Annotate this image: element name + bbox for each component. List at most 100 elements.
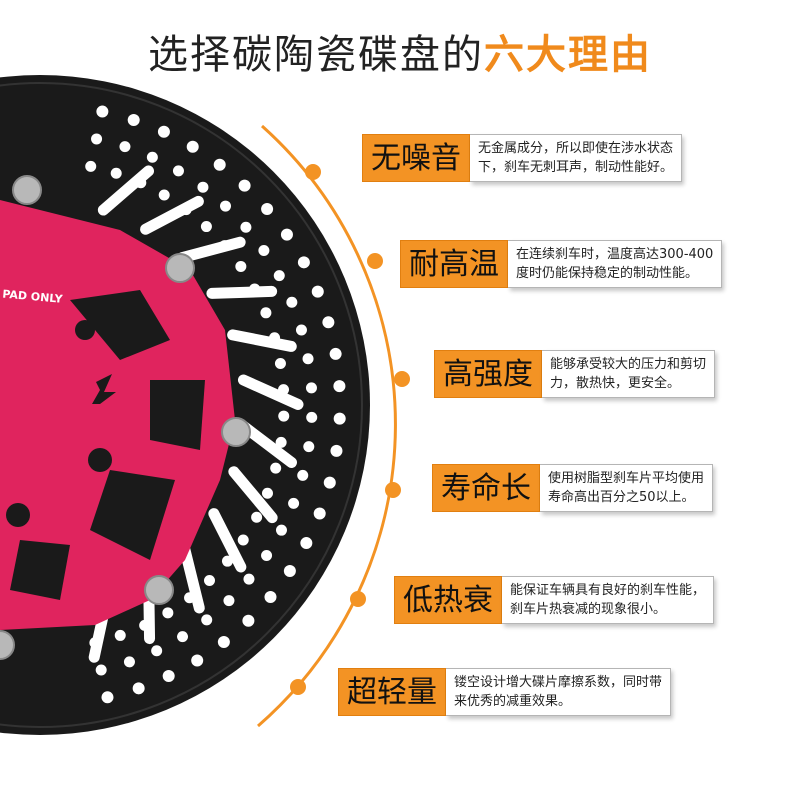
feature-high-strength: 高强度 能够承受较大的压力和剪切 力，散热快，更安全。 bbox=[434, 350, 716, 398]
rotor-hole bbox=[303, 441, 315, 453]
feature-label: 耐高温 bbox=[400, 240, 508, 288]
feature-description: 镂空设计增大碟片摩擦系数，同时带 来优秀的减重效果。 bbox=[446, 668, 672, 716]
timeline-dots bbox=[290, 164, 410, 695]
rotor-hole bbox=[235, 260, 247, 272]
logo-mark bbox=[92, 374, 116, 404]
title-highlight: 六大理由 bbox=[484, 32, 652, 78]
feature-heat-resistant: 耐高温 在连续刹车时，温度高达300-400 度时仍能保持稳定的制动性能。 bbox=[400, 240, 723, 288]
feature-description: 在连续刹车时，温度高达300-400 度时仍能保持稳定的制动性能。 bbox=[508, 240, 723, 288]
feature-desc-line: 能够承受较大的压力和剪切 bbox=[550, 357, 707, 372]
rotor-holes bbox=[85, 105, 346, 704]
carrier bbox=[0, 200, 235, 630]
rotor-hole bbox=[162, 607, 174, 619]
feature-no-noise: 无噪音 无金属成分，所以即使在涉水状态 下，刹车无刺耳声，制动性能好。 bbox=[362, 134, 683, 182]
rotor-hole bbox=[322, 316, 335, 329]
rotor-slot bbox=[208, 508, 247, 573]
feature-desc-line: 无金属成分，所以即使在涉水状态 bbox=[478, 141, 674, 156]
rotor-hole bbox=[273, 270, 285, 282]
rotor-hole bbox=[333, 380, 346, 393]
rotor-slot bbox=[179, 544, 205, 614]
feature-long-life: 寿命长 使用树脂型刹车片平均使用 寿命高出百分之50以上。 bbox=[432, 464, 714, 512]
rotor-slot bbox=[140, 195, 204, 235]
rotor-hole bbox=[95, 664, 107, 676]
rotor-hole bbox=[313, 507, 326, 520]
rotor-hole bbox=[278, 410, 290, 422]
rotor-hole bbox=[177, 631, 189, 643]
feature-desc-line: 在连续刹车时，温度高达300-400 bbox=[516, 247, 714, 262]
rotor-hole bbox=[329, 347, 342, 360]
carrier-text: PAD ONLY bbox=[2, 288, 64, 306]
feature-desc-line: 能保证车辆具有良好的刹车性能， bbox=[510, 583, 706, 598]
rotor-hole bbox=[157, 125, 170, 138]
timeline-dot bbox=[350, 591, 366, 607]
feature-desc-line: 寿命高出百分之50以上。 bbox=[548, 490, 695, 505]
rotor-hole bbox=[186, 140, 199, 153]
rotor-hole bbox=[91, 133, 103, 145]
rotor-hole bbox=[132, 682, 145, 695]
rotor-hole bbox=[275, 436, 287, 448]
rotor-hole bbox=[283, 565, 296, 578]
rotor-hole bbox=[197, 181, 209, 193]
rotor-hole bbox=[110, 167, 122, 179]
rotor-hole bbox=[200, 221, 212, 233]
rotor-hole bbox=[242, 614, 255, 627]
rotor-hole bbox=[261, 550, 273, 562]
title-prefix: 选择碳陶瓷碟盘的 bbox=[148, 32, 484, 78]
page-title: 选择碳陶瓷碟盘的六大理由 bbox=[0, 22, 800, 80]
rotor-hole bbox=[311, 285, 324, 298]
rotor-hole bbox=[96, 105, 109, 118]
bolts bbox=[0, 175, 251, 660]
rotor-hole bbox=[330, 444, 343, 457]
bolt bbox=[144, 575, 174, 605]
rotor-hole bbox=[123, 656, 135, 668]
rotor-hole bbox=[127, 114, 140, 127]
timeline-arc bbox=[257, 124, 397, 728]
rotor-hole bbox=[201, 614, 213, 626]
rotor-slot bbox=[237, 374, 304, 410]
rotor-hole bbox=[191, 654, 204, 667]
rotor-hole bbox=[288, 497, 300, 509]
rotor-hole bbox=[223, 595, 235, 607]
rotor-slot bbox=[228, 466, 278, 524]
feature-description: 能保证车辆具有良好的刹车性能， 刹车片热衰减的现象很小。 bbox=[502, 576, 715, 624]
rotor-hole bbox=[114, 629, 126, 641]
feature-description: 使用树脂型刹车片平均使用 寿命高出百分之50以上。 bbox=[540, 464, 714, 512]
rotor-hole bbox=[261, 487, 273, 499]
rotor-hole bbox=[274, 357, 286, 369]
feature-desc-line: 力，散热快，更安全。 bbox=[550, 376, 681, 391]
feature-label: 低热衰 bbox=[394, 576, 502, 624]
timeline-dot bbox=[394, 371, 410, 387]
feature-ultra-light: 超轻量 镂空设计增大碟片摩擦系数，同时带 来优秀的减重效果。 bbox=[338, 668, 672, 716]
rotor-slot bbox=[97, 165, 155, 216]
feature-label: 无噪音 bbox=[362, 134, 470, 182]
feature-description: 能够承受较大的压力和剪切 力，散热快，更安全。 bbox=[542, 350, 716, 398]
rotor-hole bbox=[240, 221, 252, 233]
feature-desc-line: 度时仍能保持稳定的制动性能。 bbox=[516, 266, 699, 281]
timeline-dot bbox=[305, 164, 321, 180]
rotor-hole bbox=[295, 324, 307, 336]
rotor-hole bbox=[213, 158, 226, 171]
rotor-slot bbox=[238, 420, 298, 468]
rotor-hole bbox=[158, 189, 170, 201]
bolt bbox=[0, 630, 15, 660]
carrier-cutouts bbox=[6, 290, 205, 600]
rotor-hole bbox=[101, 691, 114, 704]
bolt bbox=[221, 417, 251, 447]
rotor-hole bbox=[220, 200, 232, 212]
feature-desc-line: 刹车片热衰减的现象很小。 bbox=[510, 602, 667, 617]
feature-description: 无金属成分，所以即使在涉水状态 下，刹车无刺耳声，制动性能好。 bbox=[470, 134, 683, 182]
rotor-hole bbox=[217, 636, 230, 649]
rotor-hole bbox=[300, 537, 313, 550]
rotor-hole bbox=[151, 645, 163, 657]
bolt bbox=[12, 175, 42, 205]
rotor-hole bbox=[306, 411, 318, 423]
feature-label: 高强度 bbox=[434, 350, 542, 398]
rotor-hole bbox=[270, 462, 282, 474]
feature-desc-line: 来优秀的减重效果。 bbox=[454, 694, 572, 709]
feature-desc-line: 使用树脂型刹车片平均使用 bbox=[548, 471, 705, 486]
rotor-hole bbox=[237, 534, 249, 546]
rotor-hole bbox=[286, 296, 298, 308]
rotor-slot bbox=[227, 329, 297, 352]
rotor-hole bbox=[261, 202, 274, 215]
